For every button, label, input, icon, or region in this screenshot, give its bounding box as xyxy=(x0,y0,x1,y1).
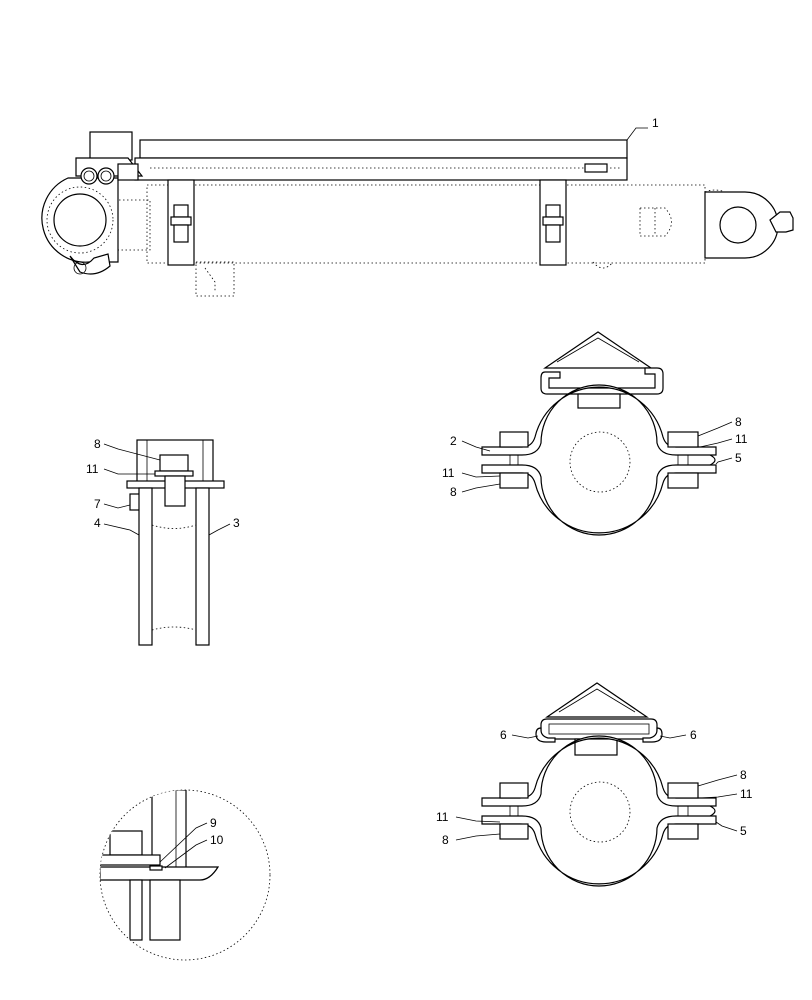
rod-section xyxy=(569,781,631,843)
clamp-strap xyxy=(539,179,567,266)
callout-11-left: 11 xyxy=(442,466,455,480)
nut-right xyxy=(667,823,699,840)
rail-body xyxy=(134,157,628,181)
callout-5: 5 xyxy=(735,451,742,465)
guide-channel xyxy=(540,367,664,395)
nut-right xyxy=(667,472,699,489)
callout-3: 3 xyxy=(233,516,240,530)
bolt-head xyxy=(97,167,115,185)
strap-left xyxy=(138,487,153,646)
clamp-side-view: 8 11 7 4 3 xyxy=(86,437,240,646)
callout-10: 10 xyxy=(210,833,224,847)
clamp-strap xyxy=(167,179,195,266)
callout-11: 11 xyxy=(86,462,99,476)
base-end-pin xyxy=(53,193,107,247)
callout-11-right: 11 xyxy=(740,787,753,801)
guide-cap xyxy=(543,331,653,369)
clamp-band-lower xyxy=(481,815,717,887)
callout-1: 1 xyxy=(652,116,659,130)
cylinder-label-plate xyxy=(639,207,672,237)
callout-6-left: 6 xyxy=(500,728,507,742)
bolt-head-left xyxy=(499,431,529,448)
strap-right xyxy=(195,487,210,646)
bolt-head xyxy=(80,167,98,185)
callout-9: 9 xyxy=(210,816,217,830)
grease-fitting xyxy=(769,211,794,233)
guide-stem xyxy=(574,738,618,756)
detail-plate xyxy=(100,866,220,881)
clamp-band-upper xyxy=(481,384,717,456)
detail-view: 9 10 xyxy=(99,789,271,961)
cylinder-neck xyxy=(114,199,151,251)
rod-end-pin xyxy=(719,206,757,244)
callout-8-right: 8 xyxy=(740,768,747,782)
detail-washer xyxy=(100,854,161,866)
bolt-head xyxy=(159,454,189,472)
bolt-head-right xyxy=(667,431,699,448)
guide-stem xyxy=(577,393,621,409)
callout-6-right: 6 xyxy=(690,728,697,742)
detail-bolt-head xyxy=(109,830,143,856)
bolt-head-left xyxy=(499,782,529,799)
retainer-right xyxy=(642,727,663,743)
detail-circle xyxy=(99,789,271,961)
nut-left xyxy=(499,472,529,489)
callout-11-left: 11 xyxy=(436,810,449,824)
cylinder-port xyxy=(195,261,235,297)
callout-5: 5 xyxy=(740,824,747,838)
callout-7: 7 xyxy=(94,497,101,511)
callout-11-right: 11 xyxy=(735,432,748,446)
callout-8: 8 xyxy=(94,437,101,451)
cylinder-top-view: 1 xyxy=(41,116,794,297)
base-end-clip xyxy=(69,253,111,275)
clamp-section-a: 2 11 8 8 11 5 xyxy=(442,331,748,536)
sensor-block xyxy=(89,131,133,161)
callout-4: 4 xyxy=(94,516,101,530)
rod-section xyxy=(569,431,631,493)
detail-strap xyxy=(129,879,143,941)
rail-top xyxy=(139,139,628,159)
retainer-left xyxy=(535,727,556,743)
guide-cap xyxy=(545,682,649,718)
clamp-band-lower xyxy=(481,464,717,536)
nut-left xyxy=(499,823,529,840)
callout-2: 2 xyxy=(450,434,457,448)
clamp-section-b: 6 6 8 11 5 11 8 xyxy=(436,682,753,887)
callout-8-right: 8 xyxy=(735,415,742,429)
bolt-head-right xyxy=(667,782,699,799)
washer xyxy=(154,470,194,477)
detail-nut xyxy=(149,879,181,941)
callout-8-left: 8 xyxy=(442,833,449,847)
bolt-shank xyxy=(164,475,186,507)
cylinder-barrel xyxy=(146,184,706,264)
callout-8-left: 8 xyxy=(450,485,457,499)
rail-slot xyxy=(584,163,608,173)
clamp-band-upper xyxy=(481,735,717,807)
